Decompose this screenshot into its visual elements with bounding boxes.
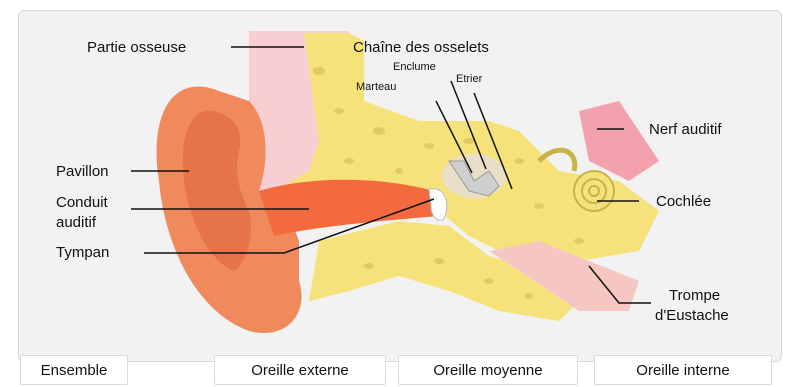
label-tympan: Tympan [56,244,109,262]
label-enclume: Enclume [393,61,436,74]
label-conduit-line1: Conduit [56,194,108,212]
tab-oreille-moyenne[interactable]: Oreille moyenne [398,355,578,385]
tab-oreille-externe[interactable]: Oreille externe [214,355,386,385]
label-conduit-line2: auditif [56,214,96,232]
label-pavillon: Pavillon [56,163,109,181]
label-chaine-osselets: Chaîne des osselets [353,39,489,57]
diagram-frame: Partie osseuse Chaîne des osselets Enclu… [18,10,782,362]
label-trompe-line1: Trompe [669,287,720,305]
label-trompe-line2: d'Eustache [655,307,729,325]
label-etrier: Etrier [456,73,482,86]
label-cochlee: Cochlée [656,193,711,211]
tab-oreille-interne[interactable]: Oreille interne [594,355,772,385]
view-tabs: Ensemble Oreille externe Oreille moyenne… [18,355,780,387]
label-partie-osseuse: Partie osseuse [87,39,186,57]
tab-ensemble[interactable]: Ensemble [20,355,128,385]
label-marteau: Marteau [356,81,396,94]
label-nerf-auditif: Nerf auditif [649,121,722,139]
nerve-shape [579,101,659,181]
